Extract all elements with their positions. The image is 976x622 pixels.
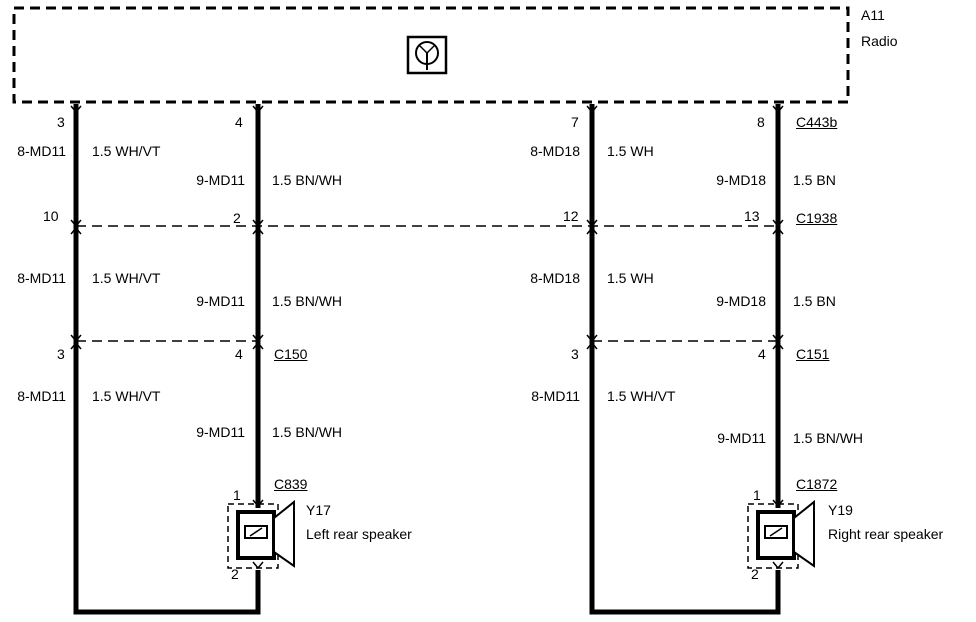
pin-label: 2: [751, 566, 759, 582]
connector-c839-label: C839: [274, 476, 308, 492]
pin-label: 1: [233, 487, 241, 503]
wire-color-label: 1.5 BN: [793, 293, 836, 309]
pin-label: 3: [57, 346, 65, 362]
wire-color-label: 1.5 BN/WH: [272, 172, 343, 188]
left-speaker-icon: [227, 499, 295, 569]
connector-c151-label: C151: [796, 346, 830, 362]
pin-label: 13: [744, 208, 760, 224]
speaker-ref-label: Y19: [828, 502, 853, 518]
wire-color-label: 1.5 WH/VT: [92, 270, 161, 286]
circuit-label: 9-MD18: [716, 172, 766, 188]
pin-label: 1: [753, 487, 761, 503]
radio-module-box: [12, 6, 850, 104]
radio-ref-label: A11: [861, 7, 885, 23]
connector-c1872-label: C1872: [796, 476, 838, 492]
circuit-label: 8-MD18: [530, 270, 580, 286]
pin-label: 7: [571, 114, 579, 130]
wire-color-label: 1.5 WH/VT: [607, 388, 676, 404]
pin-label: 3: [571, 346, 579, 362]
pin-label: 4: [758, 346, 766, 362]
circuit-label: 8-MD11: [17, 143, 66, 159]
pin-label: 2: [231, 566, 239, 582]
pin-label: 2: [233, 210, 241, 226]
circuit-label: 8-MD11: [17, 270, 66, 286]
wire-color-label: 1.5 WH/VT: [92, 143, 161, 159]
pin-label: 4: [235, 346, 243, 362]
circuit-label: 9-MD11: [196, 424, 245, 440]
circuit-label: 8-MD11: [531, 388, 580, 404]
wire-color-label: 1.5 BN/WH: [272, 424, 343, 440]
pin-label: 8: [757, 114, 765, 130]
wire-color-label: 1.5 WH: [607, 270, 654, 286]
pin-label: 12: [563, 208, 579, 224]
wire-color-label: 1.5 WH: [607, 143, 654, 159]
speaker-name-label: Left rear speaker: [306, 526, 412, 542]
circuit-label: 8-MD11: [17, 388, 66, 404]
pin-label: 3: [57, 114, 65, 130]
connector-c1938-label: C1938: [796, 210, 838, 226]
pin-label: 10: [43, 208, 59, 224]
wire-color-label: 1.5 BN/WH: [272, 293, 343, 309]
right-speaker-icon: [747, 499, 815, 569]
circuit-label: 9-MD18: [716, 293, 766, 309]
connector-c150-label: C150: [274, 346, 308, 362]
circuit-label: 9-MD11: [717, 430, 766, 446]
pin-label: 4: [235, 114, 243, 130]
speaker-ref-label: Y17: [306, 502, 331, 518]
circuit-label: 9-MD11: [196, 172, 245, 188]
wire-color-label: 1.5 BN/WH: [793, 430, 864, 446]
wire-color-label: 1.5 BN: [793, 172, 836, 188]
radio-name-label: Radio: [861, 33, 898, 49]
speaker-name-label: Right rear speaker: [828, 526, 944, 542]
wire-8-md11: [73, 104, 261, 615]
circuit-label: 9-MD11: [196, 293, 245, 309]
radio-symbol-icon: [406, 35, 448, 75]
circuit-label: 8-MD18: [530, 143, 580, 159]
wire-color-label: 1.5 WH/VT: [92, 388, 161, 404]
connector-c443b-label: C443b: [796, 114, 838, 130]
wire-8-md18: [589, 104, 781, 615]
